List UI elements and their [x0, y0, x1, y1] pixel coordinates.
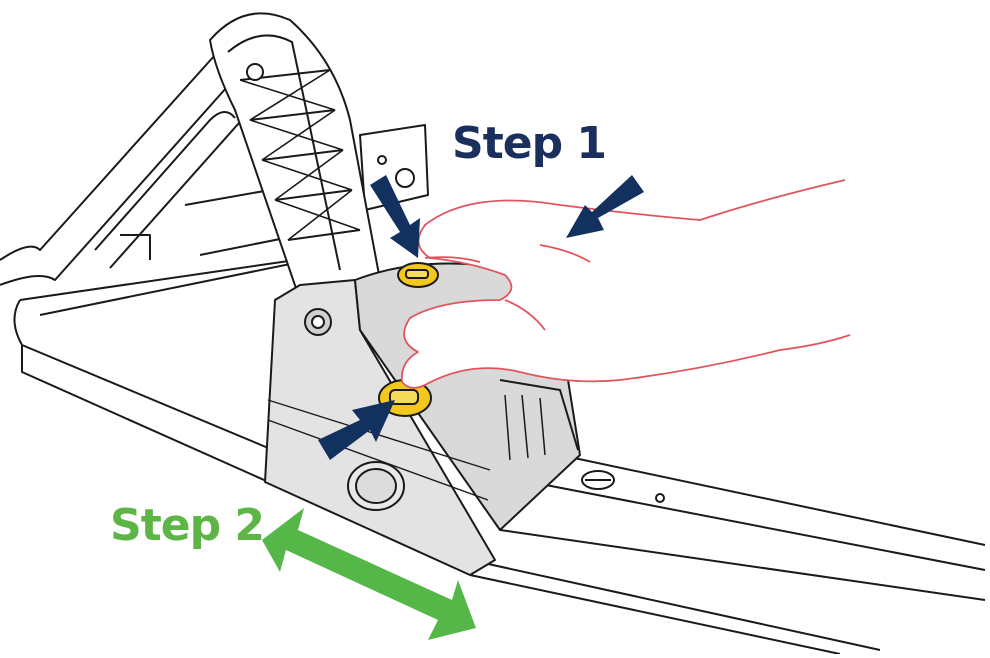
press-arrow-icon [370, 175, 420, 258]
step-2-label: Step 2 [110, 500, 265, 551]
press-arrow-icon [566, 175, 644, 238]
double-arrow-icon [262, 508, 476, 640]
step-1-label: Step 1 [452, 118, 607, 169]
hand-illustration [400, 179, 851, 389]
latch-button-top [397, 262, 439, 288]
latch-button-bottom [378, 379, 432, 417]
lattice-arm [209, 12, 381, 301]
press-arrow-icon [318, 400, 395, 460]
